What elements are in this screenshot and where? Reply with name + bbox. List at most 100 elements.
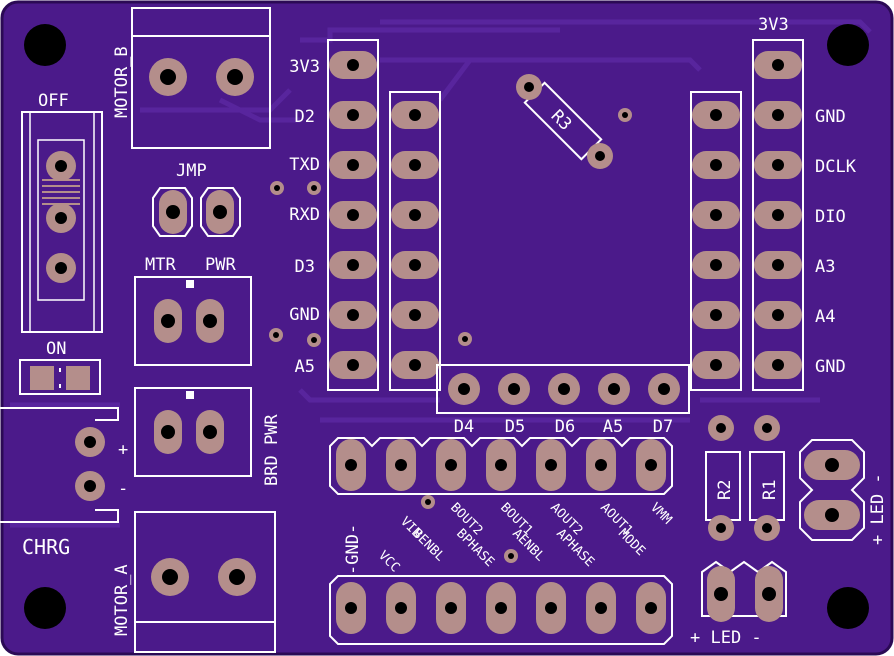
right-header-labels: 3V3 GND DCLK DIO A3 A4 GND [758, 15, 857, 377]
drill-hole [710, 259, 722, 271]
right-pin-label: GND [815, 357, 846, 377]
drill-hole [409, 109, 421, 121]
drill-hole [409, 159, 421, 171]
left-pin-label: RXD [289, 205, 320, 225]
motor-a-label: MOTOR_A [112, 564, 132, 636]
right-pin-label: DIO [815, 207, 846, 227]
drill-hole [772, 259, 784, 271]
drill-hole [710, 159, 722, 171]
drill-hole [445, 602, 457, 614]
gnd-vertical-label: -GND- [343, 524, 363, 575]
drill-hole [458, 383, 470, 395]
power-switch: OFF ON [19, 91, 103, 395]
led-right-label: + LED - [868, 473, 888, 545]
mtr-label: MTR [145, 255, 176, 275]
motor-b-terminal: MOTOR_B [112, 7, 271, 149]
drill-hole [347, 259, 359, 271]
motor-driver-breakout: -GND- [329, 437, 673, 645]
left-pin-label: D2 [295, 107, 315, 127]
drill-hole [645, 459, 657, 471]
jumper-mtr-pwr: MTR PWR [134, 255, 252, 366]
drill-hole [545, 459, 557, 471]
drill-hole [710, 109, 722, 121]
drill-hole [772, 59, 784, 71]
on-label: ON [46, 339, 66, 359]
drill-hole [409, 359, 421, 371]
left-header [327, 39, 441, 391]
drill-hole [409, 209, 421, 221]
bottom-pin-label: D6 [555, 417, 575, 437]
drill-hole [347, 159, 359, 171]
drill-hole [409, 259, 421, 271]
drill-hole [595, 602, 607, 614]
left-pin-label: D3 [295, 257, 315, 277]
drill-hole [347, 209, 359, 221]
left-pin-label: 3V3 [289, 57, 320, 77]
drill-hole [347, 359, 359, 371]
right-pin-label: A4 [815, 307, 835, 327]
drill-hole [645, 602, 657, 614]
brd-pwr-label: BRD PWR [262, 414, 282, 486]
drill-hole [395, 602, 407, 614]
drill-hole [772, 109, 784, 121]
drill-hole [772, 209, 784, 221]
chrg-minus: - [118, 479, 128, 499]
drill-hole [347, 109, 359, 121]
drill-hole [409, 309, 421, 321]
motor-a-terminal: MOTOR_A [112, 511, 276, 653]
drill-hole [347, 59, 359, 71]
drill-hole [495, 602, 507, 614]
left-pin-label: A5 [295, 357, 315, 377]
jumper-brd-pwr: BRD PWR [134, 387, 282, 486]
resistor-r2: R2 [705, 415, 741, 541]
chrg-plus: + [118, 440, 128, 460]
mounting-holes [24, 24, 869, 629]
drill-hole [345, 602, 357, 614]
drill-hole [772, 309, 784, 321]
module-outline [436, 364, 690, 414]
motor-b-label: MOTOR_B [112, 46, 132, 118]
drill-hole [608, 383, 620, 395]
off-label: OFF [38, 91, 69, 111]
drill-hole [508, 383, 520, 395]
drill-hole [345, 459, 357, 471]
right-pin-label: DCLK [815, 157, 857, 177]
drill-hole [710, 359, 722, 371]
right-pin-label: A3 [815, 257, 835, 277]
resistor-r3: R3 [516, 74, 613, 169]
led-bottom: + LED - [690, 560, 787, 648]
bottom-pin-label: D4 [454, 417, 474, 437]
left-header-labels: 3V3 D2 TXD RXD D3 GND A5 [289, 57, 320, 377]
jmp-label: JMP [176, 161, 207, 181]
drill-hole [710, 309, 722, 321]
bottom-header-labels: D4 D5 D6 A5 D7 [454, 417, 673, 437]
vias [269, 108, 632, 563]
drill-hole [445, 459, 457, 471]
drill-hole [710, 209, 722, 221]
left-pin-label: TXD [289, 155, 320, 175]
left-pin-label: GND [289, 305, 320, 325]
right-pin-label: 3V3 [758, 15, 789, 35]
resistor-r1: R1 [749, 415, 785, 541]
led-right: + LED - [799, 439, 888, 545]
drill-hole [495, 459, 507, 471]
led-bottom-label: + LED - [690, 628, 762, 648]
bottom-pin-label: A5 [603, 417, 623, 437]
r2-label: R2 [715, 480, 735, 500]
jumper-jmp: JMP [152, 161, 241, 237]
bottom-pin-label: D5 [505, 417, 525, 437]
charge-connector: + - CHRG [0, 407, 128, 559]
chrg-label: CHRG [22, 535, 70, 559]
drill-hole [395, 459, 407, 471]
pwr-label: PWR [205, 255, 236, 275]
drill-hole [658, 383, 670, 395]
copper-traces [10, 19, 872, 528]
drill-hole [545, 602, 557, 614]
drill-hole [772, 159, 784, 171]
right-header [690, 39, 804, 391]
right-pin-label: GND [815, 107, 846, 127]
bottom-pin-label: D7 [653, 417, 673, 437]
r1-label: R1 [760, 480, 780, 500]
